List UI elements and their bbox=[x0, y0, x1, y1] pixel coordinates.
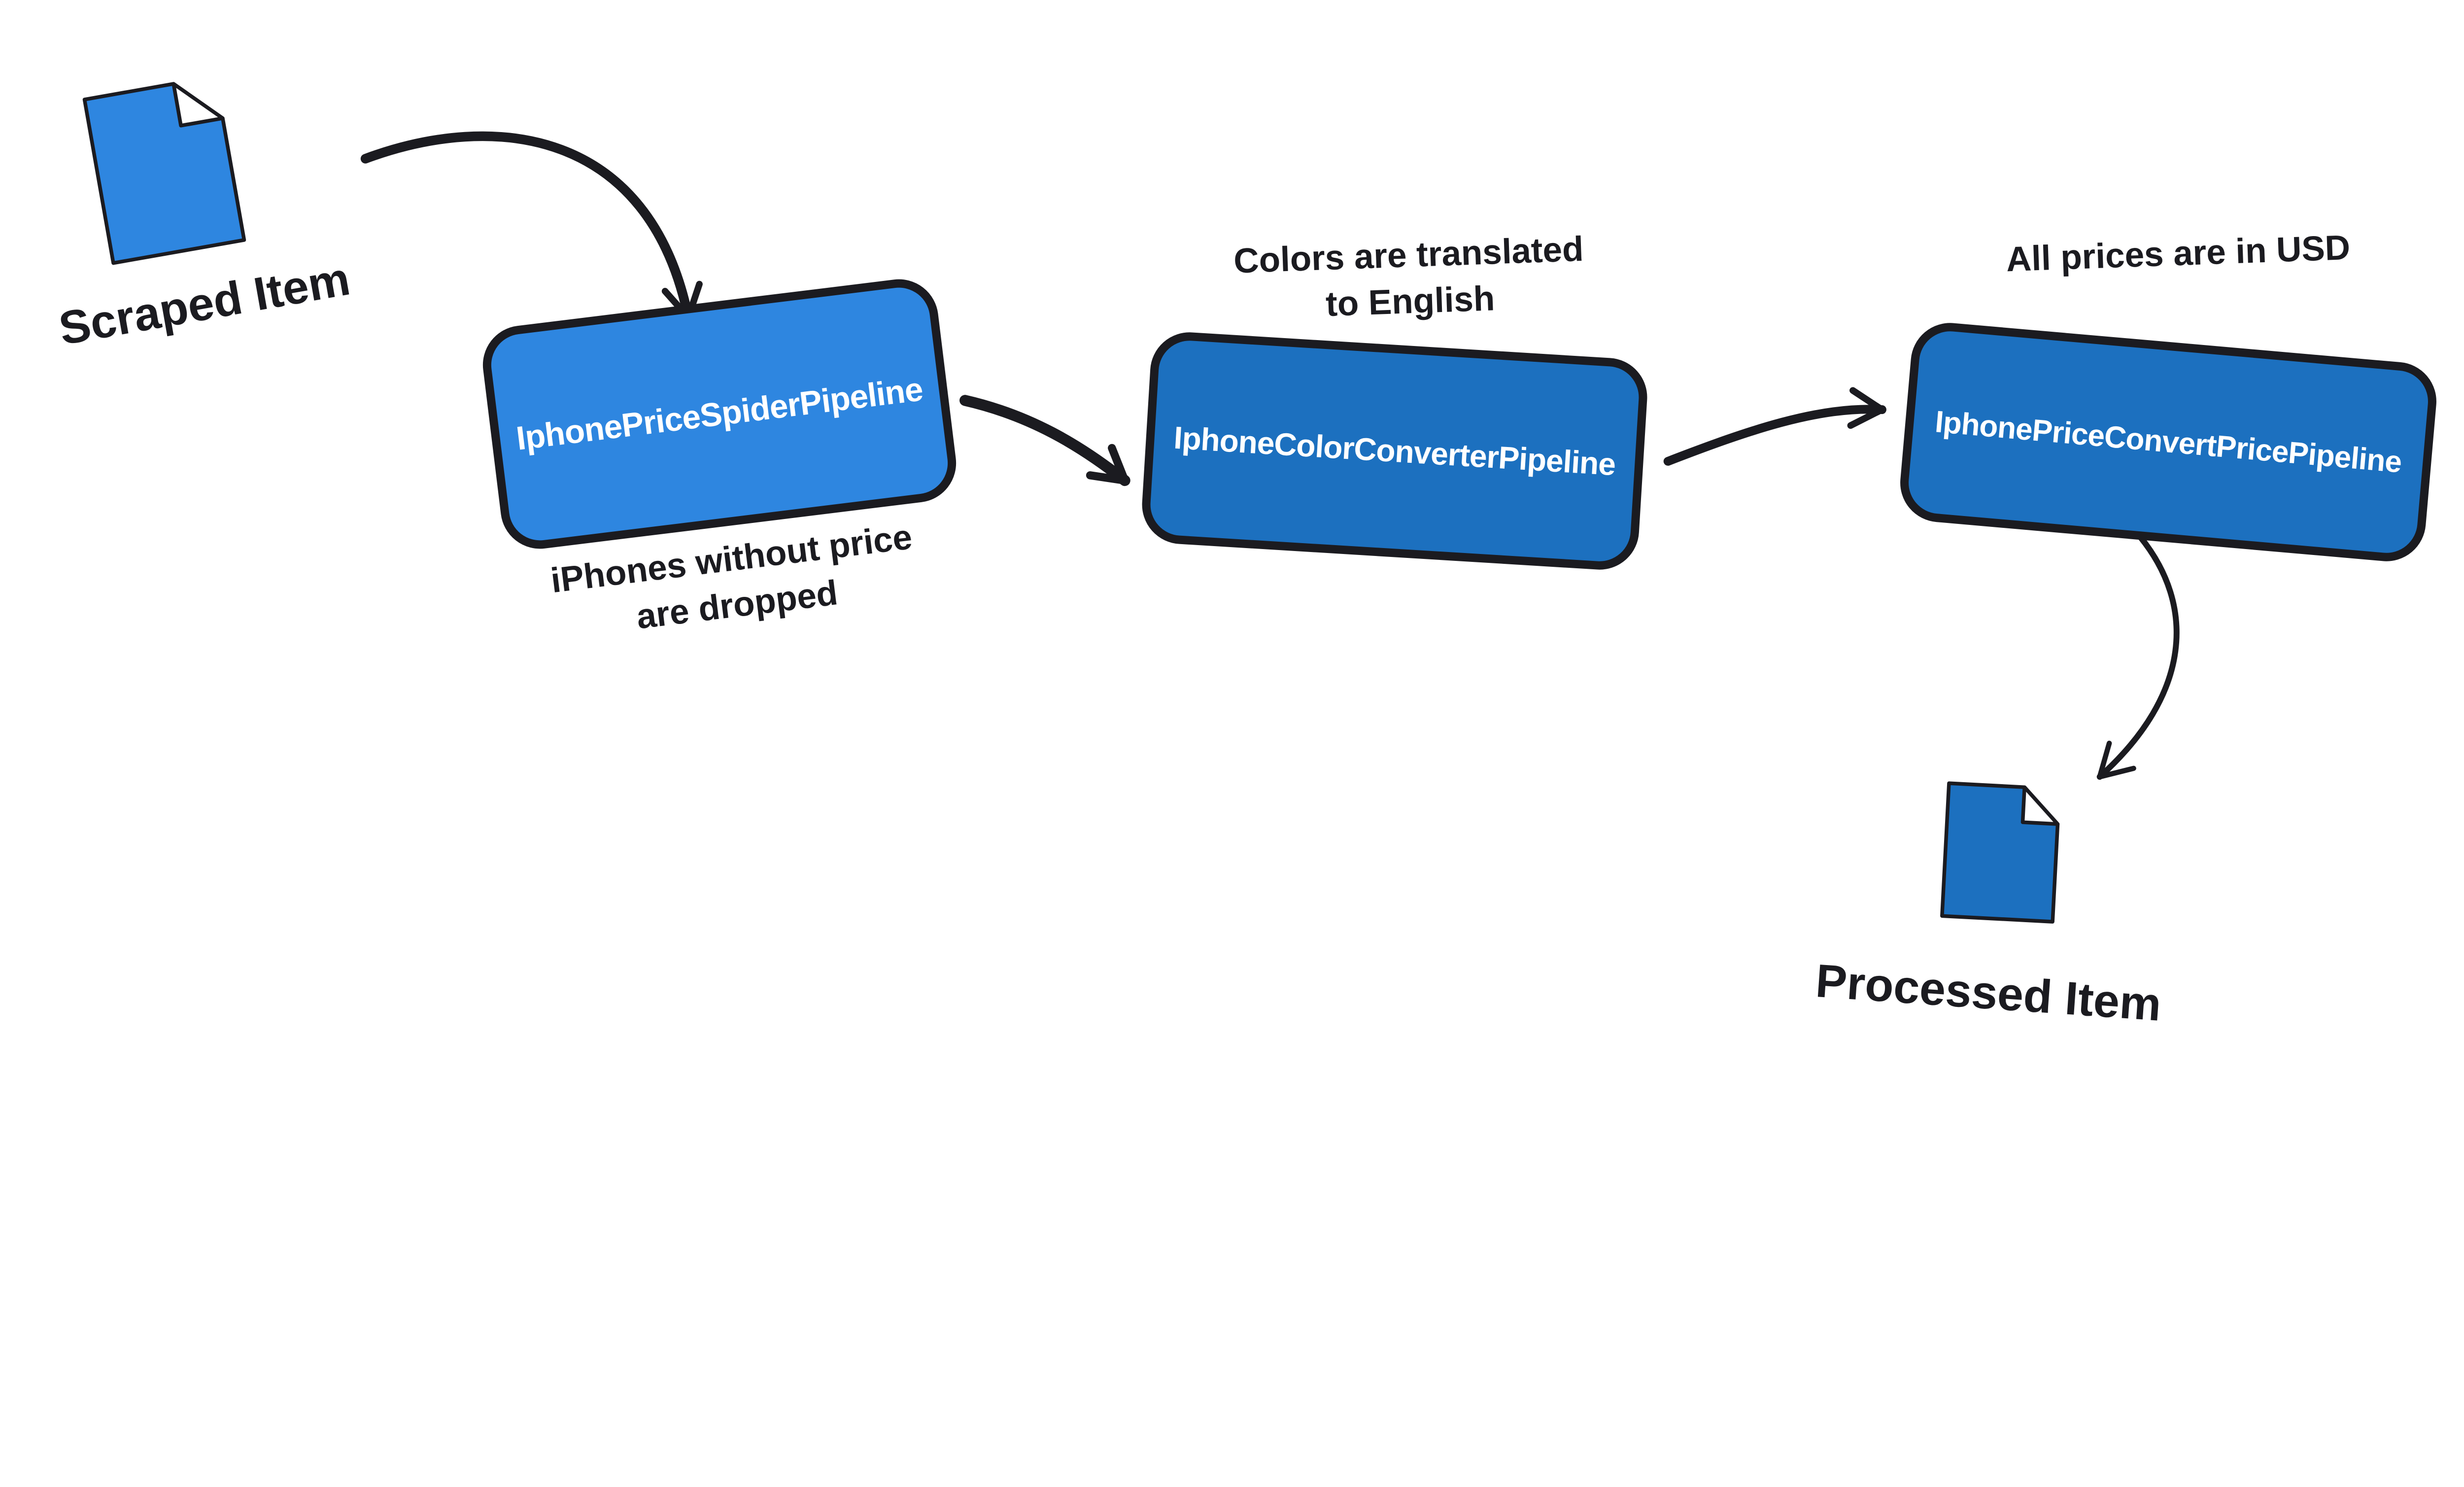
arrowhead-icon bbox=[2097, 740, 2136, 780]
document-folded-corner-icon bbox=[2020, 785, 2060, 826]
arrow-shaft bbox=[2096, 534, 2180, 780]
diagram-canvas bbox=[82, 82, 2180, 924]
scraped-document-icon bbox=[82, 82, 246, 265]
document-body bbox=[82, 82, 246, 265]
arrowhead-icon bbox=[1086, 444, 1129, 485]
arrow-shaft bbox=[959, 395, 1130, 486]
pipeline-diagram: IphonePriceSpiderPipeline IphoneColorCon… bbox=[55, 82, 2440, 1031]
arrow-shaft bbox=[1663, 405, 1886, 466]
document-folded-corner-icon bbox=[171, 82, 225, 128]
processed-document-icon bbox=[1940, 781, 2060, 924]
node-label: IphonePriceSpiderPipeline bbox=[514, 371, 925, 458]
node-label: IphonePriceConvertPricePipeline bbox=[1933, 405, 2403, 480]
arrow-spider-to-color-converter bbox=[959, 395, 1130, 486]
arrow-scraped-to-spider-pipeline bbox=[360, 131, 703, 322]
node-iphone-color-converter-pipeline: IphoneColorConverterPipeline bbox=[1139, 330, 1650, 572]
arrow-shaft bbox=[360, 131, 693, 322]
node-label: IphoneColorConverterPipeline bbox=[1172, 419, 1617, 483]
arrow-price-convert-to-processed bbox=[2096, 534, 2180, 780]
arrow-color-converter-to-price-convert bbox=[1663, 387, 1886, 466]
arrowhead-icon bbox=[1847, 387, 1885, 429]
annotation-colors-translated: Colors are translated to English bbox=[1233, 226, 1586, 331]
